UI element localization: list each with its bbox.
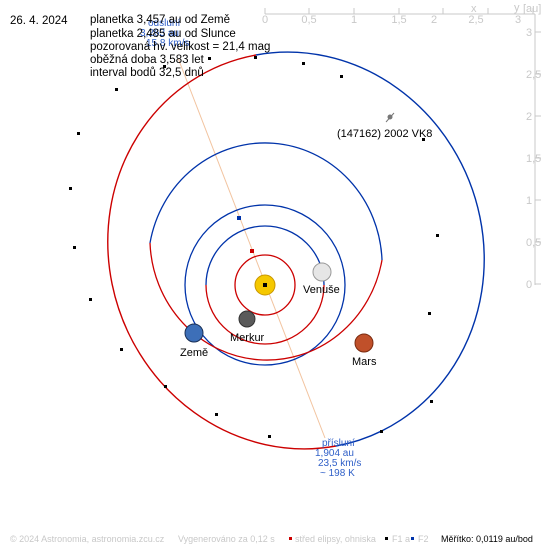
y-axis-ticks [535,31,541,285]
x-tick-label: 3 [515,14,521,26]
date-text: 26. 4. 2024 [10,15,68,27]
y-tick-label: 0,5 [526,237,541,249]
axis-unit: [au] [523,3,541,15]
y-tick-label: 2 [526,111,532,123]
mars-orbit-red [149,242,383,361]
interval-point [422,138,425,141]
venus-icon [312,262,332,282]
interval-point [436,234,439,237]
legend-f1-marker [385,537,388,540]
footer-copyright: © 2024 Astronomia, astronomia.zcu.cz [10,534,165,544]
y-tick-labels: 3 2,5 2 1,5 1 0,5 0 [526,27,541,291]
y-tick-label: 1,5 [526,153,541,165]
perihelion-speed: 23,5 km/s [318,458,361,469]
x-tick-label: 2 [431,14,437,26]
aphelion-speed: 15,8 km/s [146,38,189,49]
info-panel: planetka 3,457 au od Země planetka 2,485… [90,14,270,79]
footer-scale: Měřítko: 0,0119 au/bod [441,534,533,544]
interval-point [120,348,123,351]
interval-point [340,75,343,78]
x-tick-label: 2,5 [468,14,483,26]
mars-icon [354,333,374,353]
footer: © 2024 Astronomia, astronomia.zcu.cz Vyg… [10,534,533,544]
footer-legend-center: střed elipsy, ohniska [295,534,376,544]
focus-f1-marker [263,283,267,287]
y-tick-label: 1 [526,195,532,207]
ellipse-center-marker [250,249,254,253]
focus-f2-marker [237,216,241,220]
legend-center-marker [289,537,292,540]
y-tick-label: 3 [526,27,532,39]
y-tick-label: 2,5 [526,69,541,81]
footer-legend-f2: F2 [418,534,429,544]
footer-generated: Vygenerováno za 0,12 s [178,534,275,544]
perihelion-label: přísluní 1,904 au 23,5 km/s ~ 198 K [315,438,361,479]
mars-orbit-blue [149,142,383,261]
x-tick-label: 0,5 [301,14,316,26]
asteroid-label: (147162) 2002 VK8 [337,128,432,140]
x-tick-labels: 0 0,5 1 1,5 2 2,5 3 [262,14,521,26]
info-line-distance-earth: planetka 3,457 au od Země [90,14,230,26]
info-line-period: oběžná doba 3,583 let [90,54,205,66]
earth-label: Země [180,347,208,359]
interval-point [163,65,166,68]
earth-orbit [184,204,346,366]
mercury-icon [238,310,256,328]
venus-orbit-lower [205,284,325,345]
interval-point [302,62,305,65]
apsidal-line [177,57,326,439]
sun [254,274,276,296]
planet-orbits [149,142,383,366]
legend-f2-marker [411,537,414,540]
footer-legend-f1: F1 a [392,534,410,544]
interval-point [115,88,118,91]
perihelion-distance: 1,904 au [315,448,354,459]
earth-icon [184,323,204,343]
interval-point [164,385,167,388]
x-axis-name: x [471,3,477,15]
aphelion-title: odsluní [148,18,180,29]
x-tick-label: 0 [262,14,268,26]
interval-point [77,132,80,135]
interval-point [215,413,218,416]
interval-point [89,298,92,301]
y-tick-label: 0 [526,279,532,291]
interval-point [428,312,431,315]
perihelion-title: přísluní [322,438,355,449]
interval-point [430,400,433,403]
info-line-magnitude: pozorovaná hv. velikost = 21,4 mag [90,41,270,53]
asteroid-orbit [107,51,485,450]
interval-point [268,435,271,438]
interval-points [69,56,439,438]
asteroid-orbit-blue [255,51,485,447]
aphelion-distance: 3,263 au [140,28,179,39]
mercury-orbit [234,254,296,316]
asteroid-icon [387,114,393,120]
interval-point [208,57,211,60]
interval-point [254,56,257,59]
info-line-interval: interval bodů 32,5 dnů [90,67,204,79]
asteroid-orbit-red [107,54,337,450]
aphelion-label: odsluní 3,263 au 15,8 km/s [140,18,189,49]
axes [264,8,541,285]
venus-label: Venuše [303,284,340,296]
y-axis-name: y [514,2,520,14]
interval-point [73,246,76,249]
asteroid [385,112,395,123]
interval-point [69,187,72,190]
x-tick-label: 1 [351,14,357,26]
perihelion-temp: ~ 198 K [320,468,355,479]
x-tick-label: 1,5 [391,14,406,26]
mercury-label: Merkur [230,332,265,344]
info-line-distance-sun: planetka 2,485 au od Slunce [90,28,236,40]
interval-point [380,430,383,433]
mars-label: Mars [352,356,377,368]
x-axis-ticks [264,8,534,14]
venus-orbit-upper [205,225,325,286]
